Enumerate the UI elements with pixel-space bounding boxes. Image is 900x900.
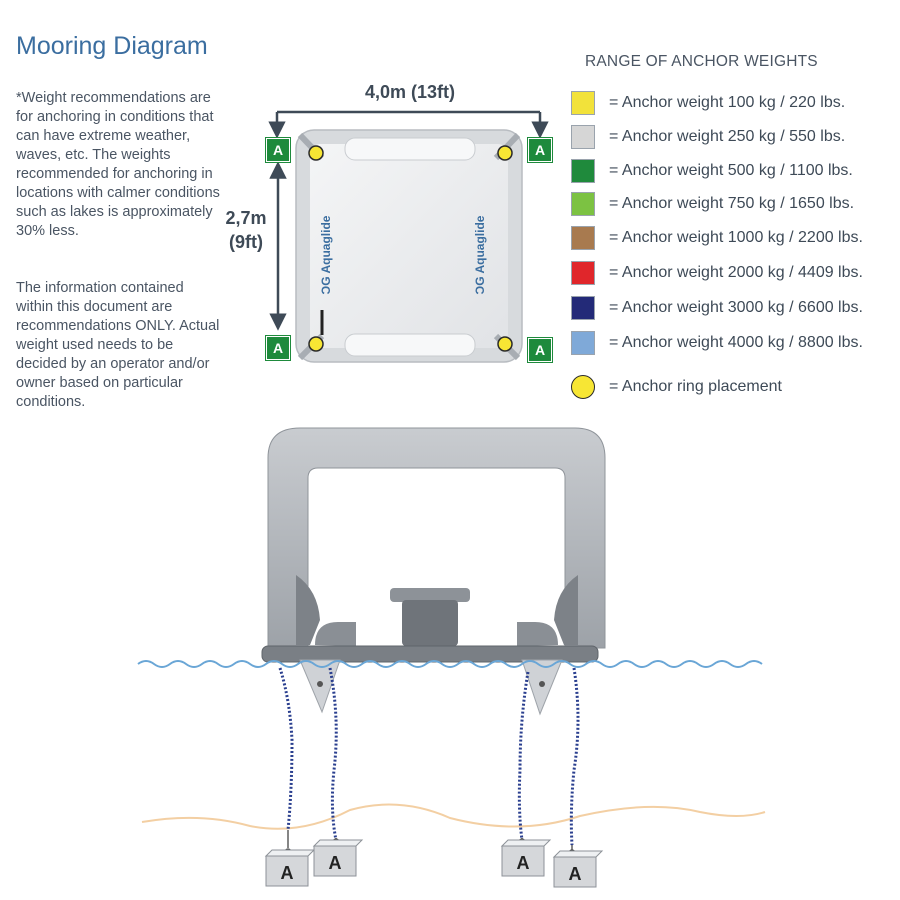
legend-label: = Anchor weight 500 kg / 1100 lbs. [609, 162, 853, 179]
legend-label: = Anchor weight 3000 kg / 6600 lbs. [609, 299, 863, 316]
legend-swatch [571, 226, 595, 250]
legend-item-2000kg: = Anchor weight 2000 kg / 4409 lbs. [571, 260, 863, 286]
platform-side-view [261, 427, 606, 716]
legend-swatch [571, 296, 595, 320]
anchor-badge-bottom-left: A [265, 335, 291, 361]
legend-label: = Anchor ring placement [609, 378, 782, 395]
svg-text:A: A [517, 853, 530, 873]
legend-item-4000kg: = Anchor weight 4000 kg / 8800 lbs. [571, 330, 863, 356]
anchor-block: A [312, 839, 364, 877]
legend-swatch [571, 125, 595, 149]
anchor-ring-icon [308, 145, 324, 161]
legend-swatch [571, 159, 595, 183]
page-title: Mooring Diagram [16, 32, 208, 60]
anchor-badge-top-left: A [265, 137, 291, 163]
anchor-block: A [264, 849, 316, 887]
legend-label: = Anchor weight 2000 kg / 4409 lbs. [609, 264, 863, 281]
svg-text:A: A [281, 863, 294, 883]
legend-label: = Anchor weight 100 kg / 220 lbs. [609, 94, 846, 111]
legend-label: = Anchor weight 250 kg / 550 lbs. [609, 128, 846, 145]
anchor-ring-icon [308, 336, 324, 352]
legend-label: = Anchor weight 4000 kg / 8800 lbs. [609, 334, 863, 351]
anchor-ring-icon [571, 375, 595, 399]
svg-text:ƆG Aquaglide: ƆG Aquaglide [319, 215, 333, 294]
legend-item-100kg: = Anchor weight 100 kg / 220 lbs. [571, 90, 845, 116]
legend-label: = Anchor weight 750 kg / 1650 lbs. [609, 195, 855, 212]
anchor-ring-icon [497, 145, 513, 161]
svg-text:A: A [569, 864, 582, 884]
svg-text:ƆG Aquaglide: ƆG Aquaglide [473, 215, 487, 294]
seabed-line [141, 803, 766, 830]
anchor-block: A [500, 839, 552, 877]
height-dimension-line1: 2,7m [225, 208, 267, 228]
width-dimension-arrow [268, 110, 549, 139]
mooring-ropes [278, 667, 580, 846]
anchor-ring-icon [497, 336, 513, 352]
legend-swatch [571, 192, 595, 216]
legend-item-3000kg: = Anchor weight 3000 kg / 6600 lbs. [571, 295, 863, 321]
height-dimension-line2: (9ft) [229, 232, 263, 252]
legend-swatch [571, 261, 595, 285]
weight-note: *Weight recommendations are for anchorin… [16, 90, 220, 239]
platform-top-view: ƆG Aquaglide ƆG Aquaglide [295, 129, 523, 363]
legend-item-ring: = Anchor ring placement [571, 374, 782, 400]
legend-swatch [571, 331, 595, 355]
legend-title: RANGE OF ANCHOR WEIGHTS [585, 53, 818, 70]
legend-label: = Anchor weight 1000 kg / 2200 lbs. [609, 229, 863, 246]
legend-swatch [571, 91, 595, 115]
height-dimension-label: 2,7m (9ft) [216, 206, 276, 254]
disclaimer-note: The information contained within this do… [16, 280, 220, 410]
width-dimension-label: 4,0m (13ft) [364, 82, 456, 102]
legend-item-250kg: = Anchor weight 250 kg / 550 lbs. [571, 124, 845, 150]
legend-item-750kg: = Anchor weight 750 kg / 1650 lbs. [571, 191, 854, 217]
legend-item-500kg: = Anchor weight 500 kg / 1100 lbs. [571, 158, 853, 184]
water-line [137, 660, 763, 668]
svg-text:A: A [329, 853, 342, 873]
legend-item-1000kg: = Anchor weight 1000 kg / 2200 lbs. [571, 225, 863, 251]
anchor-block: A [552, 850, 604, 888]
anchor-badge-top-right: A [527, 137, 553, 163]
anchor-badge-bottom-right: A [527, 337, 553, 363]
